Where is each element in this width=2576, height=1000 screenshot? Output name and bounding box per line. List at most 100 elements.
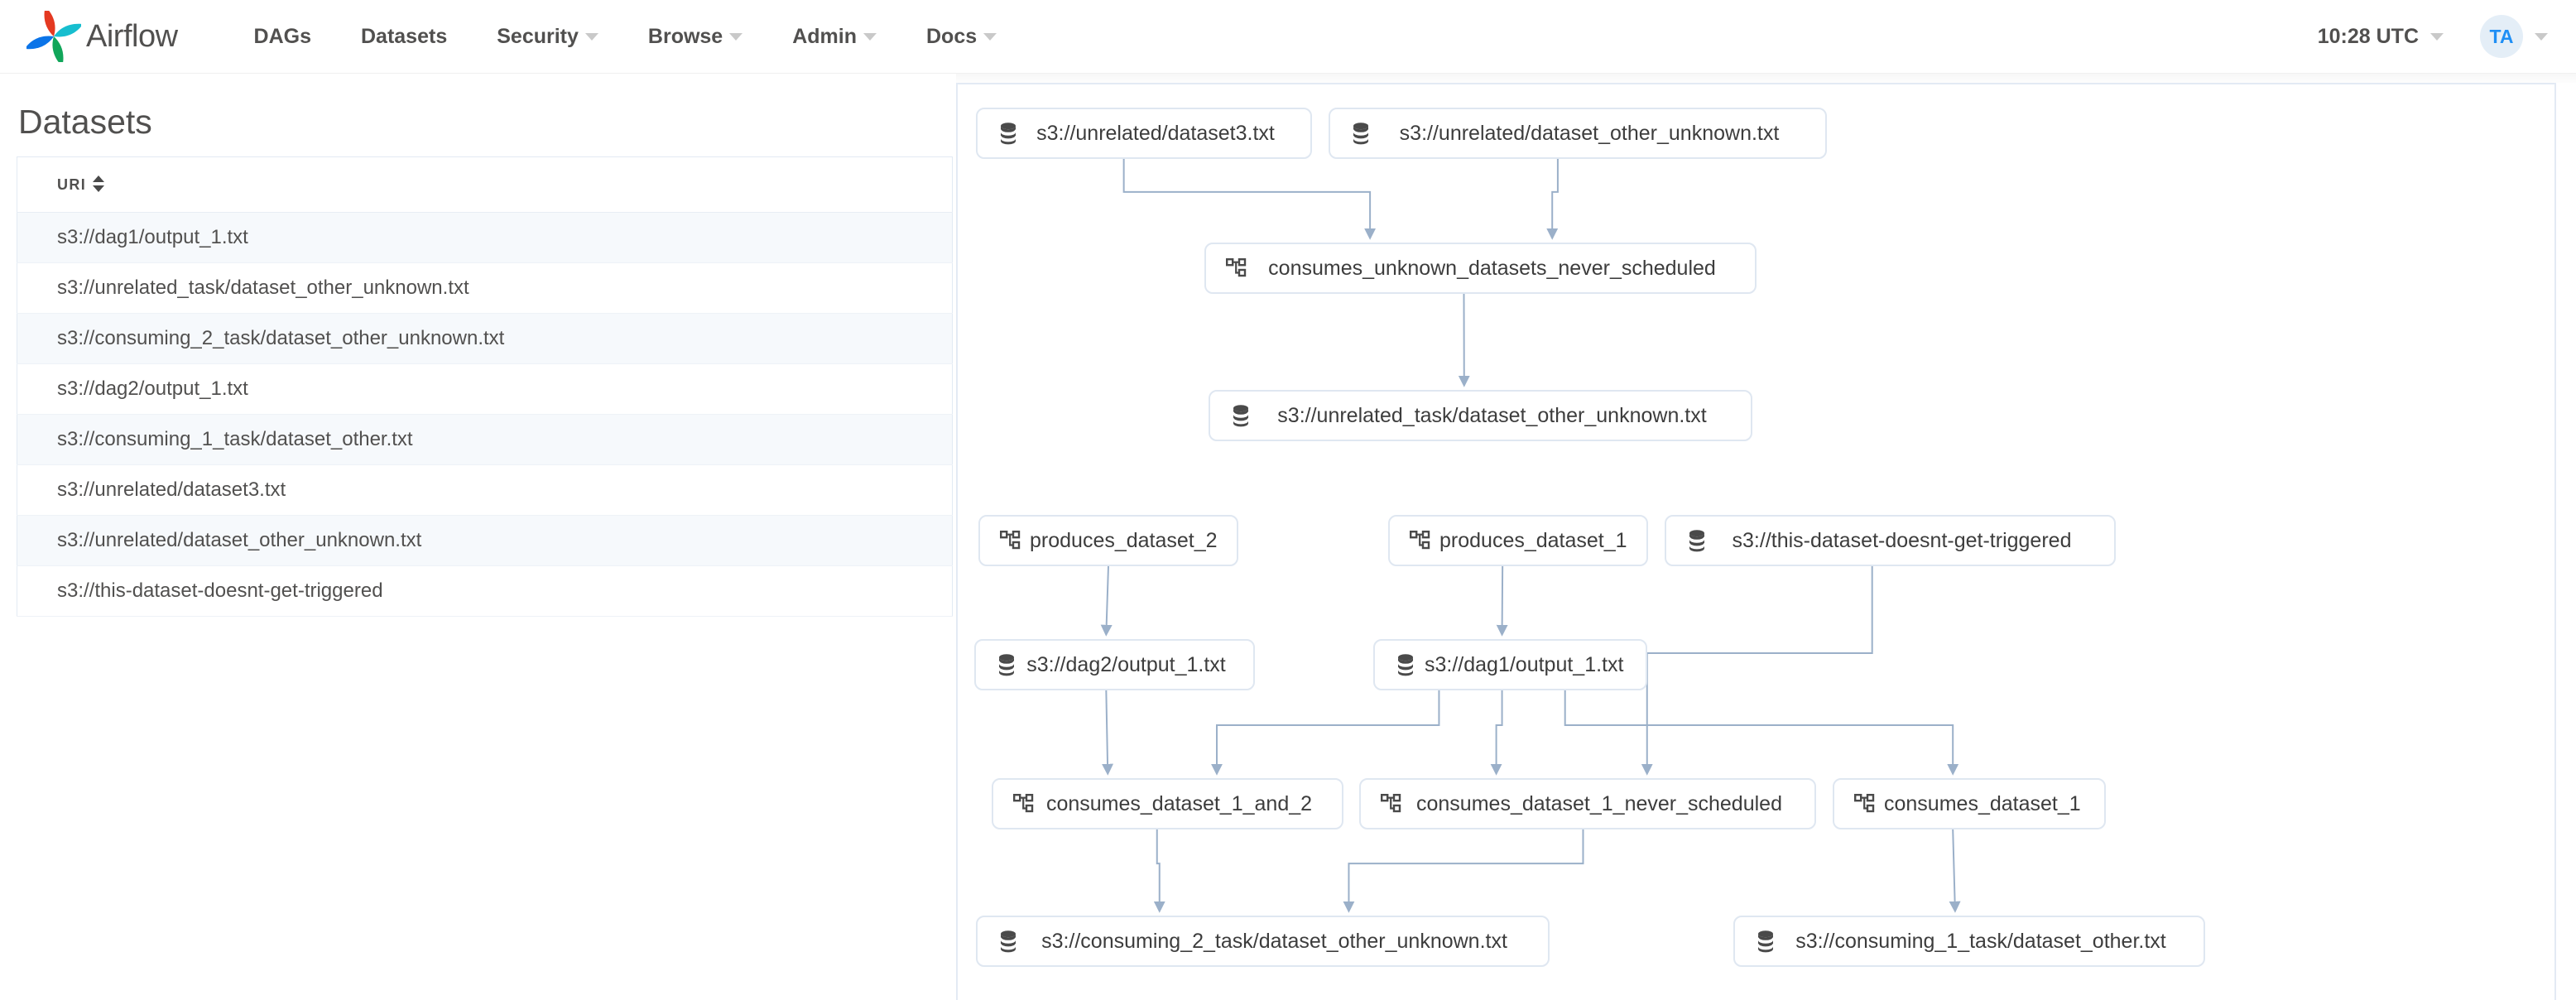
dataset-uri-cell[interactable]: s3://dag2/output_1.txt (17, 363, 953, 415)
dataset-uri-cell[interactable]: s3://consuming_1_task/dataset_other.txt (17, 414, 953, 465)
graph-edge (1102, 690, 1114, 776)
column-header-uri[interactable]: URI (17, 156, 953, 213)
graph-node-dag[interactable]: consumes_dataset_1_never_scheduled (1359, 778, 1816, 829)
graph-node-label: s3://consuming_1_task/dataset_other.txt (1795, 929, 2166, 953)
brand-home-link[interactable]: Airflow (26, 11, 178, 62)
nav-item-docs[interactable]: Docs (901, 25, 1021, 49)
table-row[interactable]: s3://dag2/output_1.txt (17, 363, 953, 415)
graph-node-label: s3://dag1/output_1.txt (1425, 652, 1624, 676)
nav-item-browse[interactable]: Browse (623, 25, 767, 49)
nav-item-label: Datasets (361, 24, 448, 48)
graph-node-dataset[interactable]: s3://dag1/output_1.txt (1373, 639, 1647, 690)
nav-item-admin[interactable]: Admin (767, 25, 901, 49)
dag-icon (1408, 531, 1433, 550)
nav-item-dags[interactable]: DAGs (229, 25, 336, 49)
database-icon (996, 930, 1021, 953)
graph-node-label: consumes_dataset_1 (1884, 791, 2081, 815)
graph-edge (1153, 829, 1165, 913)
graph-node-label: consumes_dataset_1_never_scheduled (1416, 791, 1782, 815)
database-icon (1753, 930, 1778, 953)
graph-edge (1122, 159, 1377, 240)
table-row[interactable]: s3://consuming_1_task/dataset_other.txt (17, 414, 953, 465)
chevron-down-icon (584, 32, 598, 41)
dag-icon (1224, 258, 1249, 278)
dataset-dependency-graph-panel[interactable]: s3://unrelated/dataset3.txt s3://unrelate… (956, 83, 2556, 1000)
graph-edge (1949, 829, 1961, 913)
avatar: TA (2480, 15, 2523, 58)
graph-node-dataset[interactable]: s3://dag2/output_1.txt (974, 639, 1255, 690)
graph-node-label: consumes_dataset_1_and_2 (1045, 791, 1313, 815)
graph-node-dag[interactable]: consumes_dataset_1_and_2 (992, 778, 1343, 829)
graph-node-dag[interactable]: consumes_dataset_1 (1833, 778, 2106, 829)
database-icon (1393, 653, 1418, 676)
main-nav: DAGs Datasets Security Browse Admin Docs (229, 25, 1022, 49)
graph-node-label: produces_dataset_2 (1030, 528, 1218, 552)
graph-edge (1496, 565, 1508, 637)
database-icon (1228, 404, 1253, 427)
nav-item-label: DAGs (253, 24, 311, 48)
table-row[interactable]: s3://unrelated/dataset_other_unknown.txt (17, 515, 953, 566)
graph-node-dataset[interactable]: s3://consuming_2_task/dataset_other_unkn… (976, 916, 1550, 967)
table-row[interactable]: s3://unrelated_task/dataset_other_unknow… (17, 262, 953, 314)
database-icon (1684, 529, 1709, 552)
dataset-uri-cell[interactable]: s3://unrelated_task/dataset_other_unknow… (17, 262, 953, 314)
graph-node-label: s3://this-dataset-doesnt-get-triggered (1732, 528, 2072, 552)
dag-icon (1012, 794, 1036, 814)
timezone-selector[interactable]: 10:28 UTC (2318, 25, 2444, 49)
graph-node-label: s3://consuming_2_task/dataset_other_unkn… (1041, 929, 1507, 953)
nav-item-label: Browse (647, 24, 723, 48)
graph-node-label: produces_dataset_1 (1439, 528, 1627, 552)
graph-edge (1490, 690, 1503, 776)
graph-node-dataset[interactable]: s3://consuming_1_task/dataset_other.txt (1733, 916, 2205, 967)
dag-icon (998, 531, 1023, 550)
sort-arrows-icon[interactable] (93, 175, 105, 192)
nav-item-label: Security (497, 24, 579, 48)
graph-node-dag[interactable]: consumes_unknown_datasets_never_schedule… (1204, 243, 1757, 294)
graph-edge (1100, 565, 1113, 637)
top-navbar: Airflow DAGs Datasets Security Browse Ad… (0, 0, 2576, 74)
navbar-right: 10:28 UTC TA (2318, 15, 2548, 58)
dataset-uri-cell[interactable]: s3://this-dataset-doesnt-get-triggered (17, 565, 953, 617)
table-row[interactable]: s3://dag1/output_1.txt (17, 212, 953, 263)
table-row[interactable]: s3://unrelated/dataset3.txt (17, 464, 953, 516)
dataset-uri-cell[interactable]: s3://unrelated/dataset3.txt (17, 464, 953, 516)
nav-item-datasets[interactable]: Datasets (336, 25, 472, 49)
table-row[interactable]: s3://this-dataset-doesnt-get-triggered (17, 565, 953, 617)
graph-node-label: s3://unrelated/dataset3.txt (1036, 121, 1275, 145)
clock-label: 10:28 UTC (2317, 24, 2419, 48)
graph-edge (1211, 690, 1440, 776)
dataset-uri-cell[interactable]: s3://dag1/output_1.txt (17, 212, 953, 263)
graph-node-dataset[interactable]: s3://unrelated/dataset3.txt (976, 108, 1312, 159)
airflow-pinwheel-icon (26, 11, 81, 62)
dag-icon (1853, 794, 1877, 814)
graph-node-dag[interactable]: produces_dataset_1 (1388, 515, 1648, 566)
chevron-down-icon (729, 32, 743, 41)
nav-item-security[interactable]: Security (472, 25, 623, 49)
graph-node-dataset[interactable]: s3://this-dataset-doesnt-get-triggered (1665, 515, 2116, 566)
user-menu[interactable]: TA (2480, 15, 2548, 58)
graph-node-dataset[interactable]: s3://unrelated_task/dataset_other_unknow… (1209, 390, 1752, 441)
graph-node-dag[interactable]: produces_dataset_2 (978, 515, 1238, 566)
graph-node-dataset[interactable]: s3://unrelated/dataset_other_unknown.txt (1329, 108, 1827, 159)
graph-edge (1564, 690, 1959, 776)
column-header-label: URI (57, 176, 87, 193)
table-row[interactable]: s3://consuming_2_task/dataset_other_unkn… (17, 313, 953, 364)
graph-edges (1100, 159, 1961, 913)
dataset-uri-cell[interactable]: s3://consuming_2_task/dataset_other_unkn… (17, 313, 953, 364)
graph-panel-top-edge (956, 74, 2576, 83)
nav-item-label: Docs (926, 24, 978, 48)
chevron-down-icon (983, 32, 997, 41)
table-header-row: URI (17, 156, 953, 213)
dataset-uri-cell[interactable]: s3://unrelated/dataset_other_unknown.txt (17, 515, 953, 566)
graph-edge (1641, 566, 1873, 776)
graph-edge (1546, 159, 1559, 240)
nav-item-label: Admin (792, 24, 857, 48)
table-head: URI (17, 156, 953, 213)
database-icon (1348, 122, 1373, 145)
graph-canvas[interactable]: s3://unrelated/dataset3.txt s3://unrelate… (958, 84, 2554, 1000)
chevron-down-icon (863, 32, 877, 41)
graph-node-label: s3://unrelated_task/dataset_other_unknow… (1277, 403, 1707, 427)
